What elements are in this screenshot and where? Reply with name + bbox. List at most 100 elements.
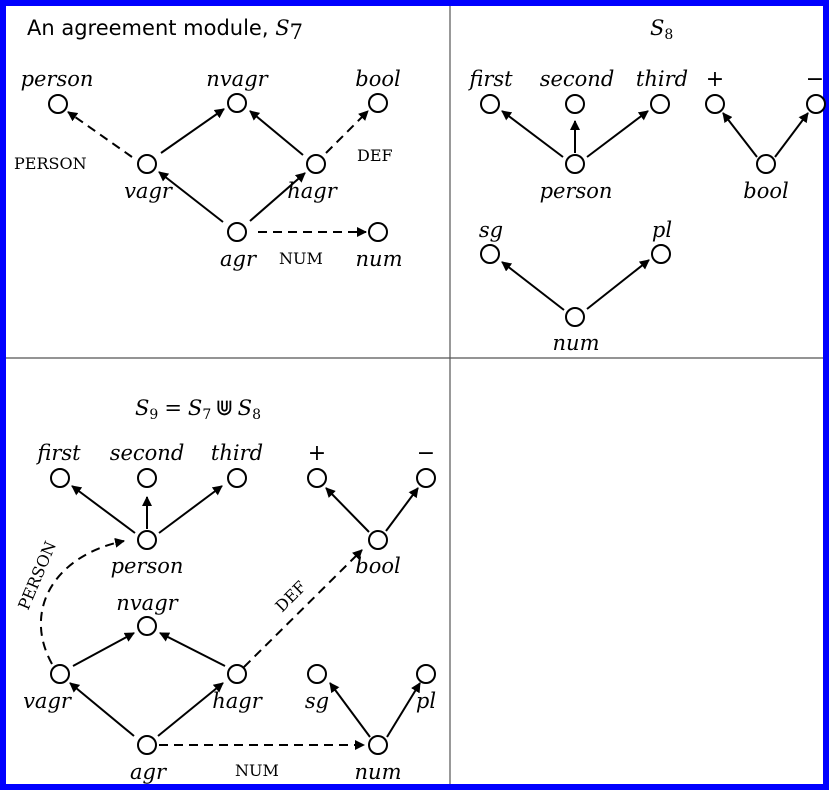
s7-edge-label-def: DEF	[357, 146, 393, 165]
s9-node-num	[368, 735, 388, 755]
s9-node-bool	[368, 530, 388, 550]
s9-edge-vagr-nvagr	[72, 632, 135, 667]
s8-edge-person-first	[501, 110, 564, 158]
s9-label-num: num	[355, 760, 402, 784]
s9-node-vagr	[50, 664, 70, 684]
s9-node-second	[137, 468, 157, 488]
s9-label-sg: sg	[305, 689, 329, 713]
s9-node-nvagr	[137, 616, 157, 636]
s9-edge-agr-hagr	[157, 682, 224, 737]
s8-node-minus	[806, 94, 826, 114]
s8-label-pl: pl	[652, 218, 672, 242]
s7-edge-label-num: NUM	[279, 249, 323, 268]
s8-node-plus	[705, 94, 725, 114]
s9-edge-bool-plus	[325, 487, 370, 533]
s9-edge-vagr-person	[39, 537, 125, 665]
s9-node-plus	[307, 468, 327, 488]
s9-title: S9=S7⋓S8	[135, 396, 261, 423]
s8-label-num: num	[553, 331, 600, 355]
s7-edge-vagr-person	[67, 111, 133, 158]
s9-edge-num-sg	[329, 682, 371, 738]
s7-label-agr: agr	[220, 247, 258, 271]
s7-edge-hagr-nvagr	[249, 110, 304, 156]
s8-label-third: third	[636, 67, 688, 91]
s8-label-first: first	[467, 67, 513, 91]
s9-label-bool: bool	[355, 554, 400, 578]
s9-edge-num-pl	[386, 682, 421, 738]
s9-label-pl: pl	[416, 689, 436, 713]
s9-edge-person-third	[158, 485, 223, 534]
s7-node-nvagr	[227, 93, 247, 113]
s8-node-person	[565, 154, 585, 174]
s7-edge-hagr-bool	[325, 110, 369, 154]
s8-edge-num-sg	[501, 261, 565, 311]
s9-label-first: first	[35, 441, 81, 465]
s7-title: An agreement module, S7	[27, 16, 303, 44]
s8-node-third	[650, 94, 670, 114]
s8-label-second: second	[540, 67, 615, 91]
s7-label-num: num	[356, 247, 403, 271]
panel-s8: S8 first second third + − person bool sg…	[467, 16, 826, 355]
s9-node-person	[137, 530, 157, 550]
s8-label-plus: +	[706, 67, 724, 92]
s7-label-hagr: hagr	[287, 179, 338, 203]
s9-label-second: second	[110, 441, 185, 465]
s7-edge-vagr-nvagr	[160, 108, 225, 154]
s9-node-third	[227, 468, 247, 488]
s7-label-person: person	[21, 67, 94, 91]
s9-node-hagr	[227, 664, 247, 684]
s9-label-plus: +	[308, 441, 326, 466]
s9-edge-bool-minus	[385, 487, 419, 532]
s7-label-nvagr: nvagr	[206, 67, 269, 91]
s7-node-person	[48, 94, 68, 114]
s8-edge-bool-minus	[774, 112, 809, 158]
s7-node-vagr	[137, 154, 157, 174]
s9-edge-agr-vagr	[69, 682, 135, 737]
s9-label-third: third	[211, 441, 263, 465]
s8-label-bool: bool	[743, 179, 788, 203]
s8-label-person: person	[540, 179, 613, 203]
s9-edge-hagr-nvagr	[159, 632, 226, 667]
s8-node-sg	[480, 244, 500, 264]
s7-edge-label-person: PERSON	[14, 154, 87, 173]
s7-node-agr	[227, 222, 247, 242]
s9-edge-label-def: DEF	[271, 577, 310, 616]
s7-node-hagr	[306, 154, 326, 174]
s8-edge-person-third	[586, 110, 649, 158]
s7-edge-agr-hagr	[249, 172, 306, 222]
s8-node-first	[480, 94, 500, 114]
s8-label-minus: −	[806, 67, 824, 92]
s9-node-agr	[137, 735, 157, 755]
s8-title: S8	[650, 16, 673, 43]
s8-node-second	[565, 94, 585, 114]
s8-edge-bool-plus	[722, 112, 758, 158]
s8-node-bool	[756, 154, 776, 174]
s9-node-minus	[416, 468, 436, 488]
s8-label-sg: sg	[479, 218, 503, 242]
s9-edge-hagr-bool	[243, 549, 363, 668]
s9-label-nvagr: nvagr	[116, 591, 179, 615]
s9-edge-label-person: PERSON	[14, 538, 60, 612]
s9-edge-label-num: NUM	[235, 761, 279, 780]
s9-label-agr: agr	[130, 760, 168, 784]
s9-node-sg	[307, 664, 327, 684]
s7-node-bool	[368, 93, 388, 113]
s9-label-hagr: hagr	[212, 689, 263, 713]
s9-label-vagr: vagr	[23, 689, 73, 713]
s7-label-bool: bool	[355, 67, 400, 91]
panel-s9: S9=S7⋓S8 first second third	[14, 396, 436, 784]
s7-label-vagr: vagr	[124, 179, 174, 203]
s7-edge-agr-vagr	[158, 171, 224, 223]
s9-label-minus: −	[417, 441, 435, 466]
s7-node-num	[368, 222, 388, 242]
s9-label-person: person	[111, 554, 184, 578]
panel-s7: An agreement module, S7 person nvagr boo…	[14, 16, 402, 271]
s9-node-first	[50, 468, 70, 488]
s8-node-pl	[651, 244, 671, 264]
s8-edge-num-pl	[586, 259, 650, 310]
s8-node-num	[565, 307, 585, 327]
s9-node-pl	[416, 664, 436, 684]
